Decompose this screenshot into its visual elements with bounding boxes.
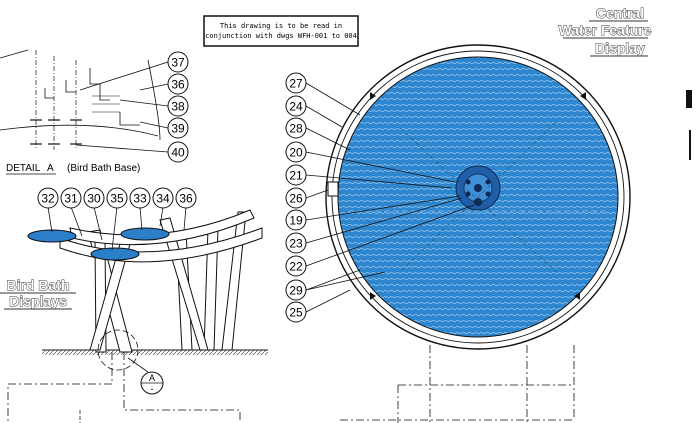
callout-number: 24 bbox=[289, 100, 303, 114]
callout-central-26: 26 bbox=[285, 187, 307, 209]
callout-number: 26 bbox=[289, 192, 303, 206]
section-marker-sub: - bbox=[151, 384, 154, 394]
note-line-1: This drawing is to be read in bbox=[220, 22, 342, 30]
callout-birdbath-32: 32 bbox=[37, 187, 59, 209]
callout-birdbath-34: 34 bbox=[152, 187, 174, 209]
bird-bath-basin-middle bbox=[90, 247, 140, 261]
bird-title-line-1: Bird Bath bbox=[7, 277, 70, 293]
callout-number: 36 bbox=[179, 192, 193, 206]
callout-central-25: 25 bbox=[285, 301, 307, 323]
callout-central-24: 24 bbox=[285, 95, 307, 117]
callout-balloons: 37 36 38 39 40 32 31 30 35 33 34 36 27 24 28 20 21 26 19 23… bbox=[37, 51, 307, 323]
callout-number: 34 bbox=[156, 192, 170, 206]
central-fountain bbox=[455, 165, 501, 211]
section-marker-letter: A bbox=[149, 373, 155, 383]
callout-detail-37: 37 bbox=[167, 51, 189, 73]
callout-number: 31 bbox=[64, 192, 78, 206]
detail-title-prefix: DETAIL bbox=[6, 163, 41, 174]
callout-detail-39: 39 bbox=[167, 117, 189, 139]
detail-a-drawing: DETAIL A (Bird Bath Base) bbox=[0, 49, 169, 175]
callout-number: 35 bbox=[110, 192, 124, 206]
callout-central-20: 20 bbox=[285, 141, 307, 163]
callout-central-28: 28 bbox=[285, 117, 307, 139]
callout-central-21: 21 bbox=[285, 164, 307, 186]
callout-central-29: 29 bbox=[285, 279, 307, 301]
callout-detail-40: 40 bbox=[167, 141, 189, 163]
central-water-feature-plan bbox=[325, 44, 692, 423]
callout-number: 40 bbox=[171, 146, 185, 160]
bird-bath-basin-right bbox=[120, 227, 170, 241]
callout-number: 37 bbox=[171, 56, 185, 70]
callout-central-22: 22 bbox=[285, 255, 307, 277]
callout-number: 36 bbox=[171, 78, 185, 92]
callout-detail-38: 38 bbox=[167, 95, 189, 117]
callout-central-23: 23 bbox=[285, 232, 307, 254]
callout-birdbath-30: 30 bbox=[83, 187, 105, 209]
callout-number: 39 bbox=[171, 122, 185, 136]
detail-caption: (Bird Bath Base) bbox=[67, 163, 140, 174]
bird-bath-title: Bird Bath Displays bbox=[0, 277, 76, 310]
callout-detail-36: 36 bbox=[167, 73, 189, 95]
callout-number: 23 bbox=[289, 237, 303, 251]
callout-birdbath-35: 35 bbox=[106, 187, 128, 209]
callout-birdbath-36: 36 bbox=[175, 187, 197, 209]
callout-number: 30 bbox=[87, 192, 101, 206]
callout-number: 21 bbox=[289, 169, 303, 183]
callout-number: 28 bbox=[289, 122, 303, 136]
central-title-line-1: Central bbox=[596, 5, 644, 21]
drawing-note-box: This drawing is to be read in conjunctio… bbox=[203, 15, 359, 47]
callout-number: 38 bbox=[171, 100, 185, 114]
central-title-line-2: Water Feature bbox=[559, 22, 652, 38]
callout-number: 29 bbox=[289, 284, 303, 298]
callout-number: 25 bbox=[289, 306, 303, 320]
callout-number: 32 bbox=[41, 192, 55, 206]
callout-number: 20 bbox=[289, 146, 303, 160]
section-marker-a: A - bbox=[140, 371, 164, 395]
central-feature-title: Central Water Feature Display bbox=[558, 5, 652, 57]
detail-title-letter: A bbox=[47, 163, 54, 174]
callout-birdbath-33: 33 bbox=[129, 187, 151, 209]
central-title-line-3: Display bbox=[595, 40, 645, 56]
note-line-2: conjunction with dwgs WFH-001 to 004 bbox=[205, 32, 357, 40]
callout-number: 33 bbox=[133, 192, 147, 206]
callout-number: 27 bbox=[289, 77, 303, 91]
bird-bath-elevation bbox=[7, 206, 268, 423]
central-callouts bbox=[305, 82, 475, 313]
callout-number: 19 bbox=[289, 214, 303, 228]
callout-central-27: 27 bbox=[285, 72, 307, 94]
callout-birdbath-31: 31 bbox=[60, 187, 82, 209]
callout-number: 22 bbox=[289, 260, 303, 274]
callout-central-19: 19 bbox=[285, 209, 307, 231]
bird-title-line-2: Displays bbox=[9, 293, 67, 309]
